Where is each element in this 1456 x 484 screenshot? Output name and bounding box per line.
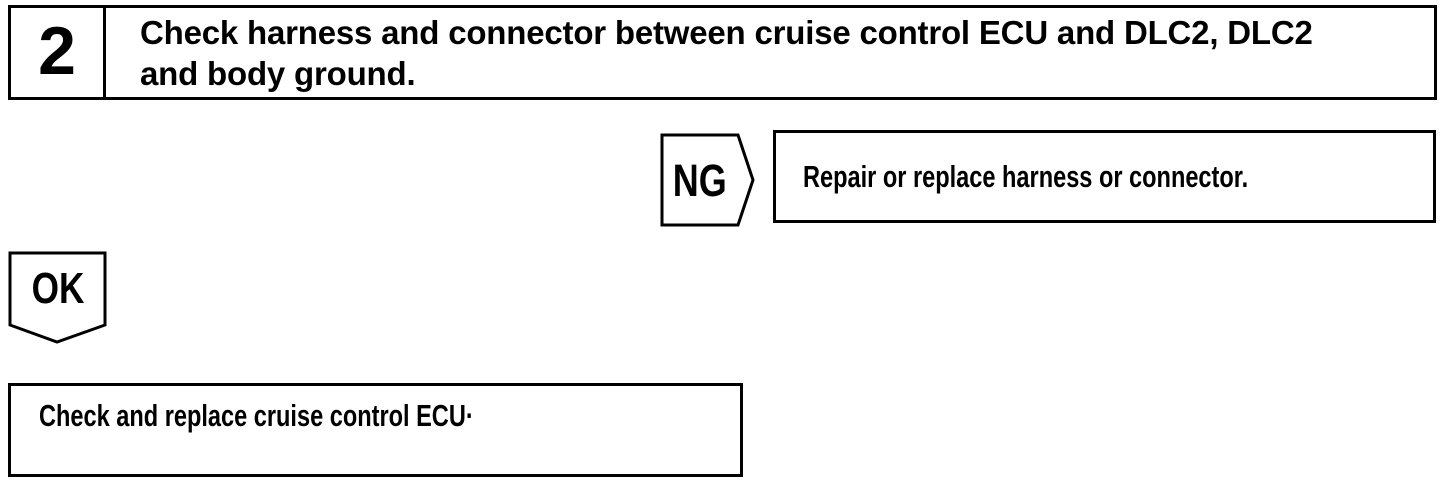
ok-label-text: OK	[31, 264, 84, 313]
step-instruction: Check harness and connector between crui…	[106, 8, 1434, 97]
ok-pentagon-icon	[8, 251, 107, 344]
ok-connector: OK	[8, 251, 108, 346]
step-number: 2	[11, 8, 106, 97]
ng-label: NG	[662, 135, 738, 225]
ng-connector: NG	[660, 133, 756, 228]
step-instruction-line1: Check harness and connector between crui…	[140, 13, 1313, 51]
final-action-text: Check and replace cruise control ECU·	[39, 398, 474, 433]
final-action-box: Check and replace cruise control ECU·	[8, 383, 743, 477]
ng-pentagon-icon	[660, 133, 755, 227]
step-instruction-line2: and body ground.	[140, 54, 416, 92]
ng-result-text: Repair or replace harness or connector.	[803, 158, 1249, 194]
ng-result-box: Repair or replace harness or connector.	[773, 130, 1436, 223]
ng-label-text: NG	[673, 154, 727, 206]
ok-label: OK	[10, 253, 105, 325]
step-box: 2 Check harness and connector between cr…	[8, 5, 1437, 100]
